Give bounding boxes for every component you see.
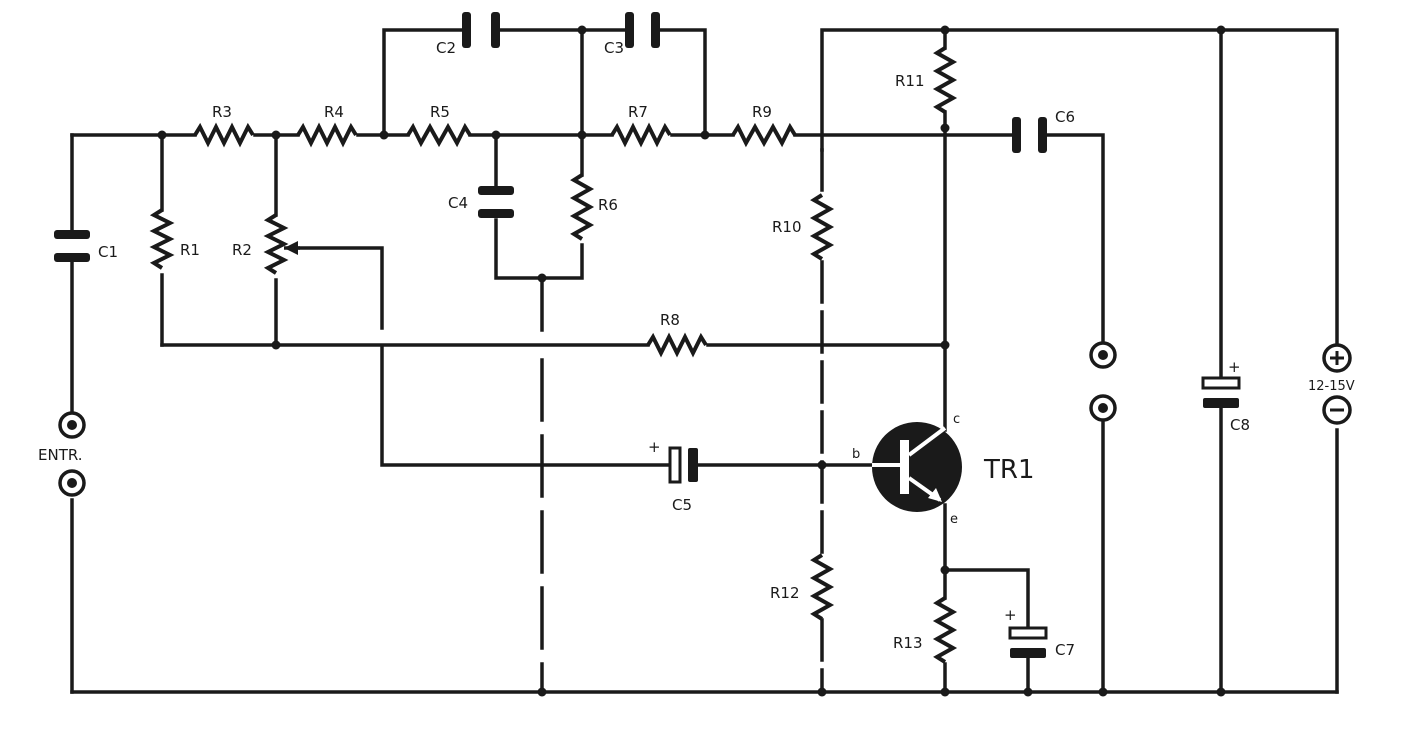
- output-terminal-top[interactable]: [1089, 341, 1117, 369]
- resistor-r6-symbol: [569, 173, 595, 241]
- label-r6: R6: [598, 196, 618, 214]
- label-c5-plus: +: [648, 438, 661, 456]
- input-terminal-bottom[interactable]: [58, 469, 86, 497]
- label-r9: R9: [752, 103, 772, 121]
- input-terminal-top[interactable]: [58, 411, 86, 439]
- resistor-r3-symbol: [193, 122, 255, 148]
- resistor-r1-symbol: [149, 208, 175, 270]
- wires: [70, 28, 1339, 694]
- label-r11: R11: [895, 72, 925, 90]
- label-c8: C8: [1230, 416, 1250, 434]
- label-tr1: TR1: [983, 455, 1035, 485]
- resistor-r12-symbol: [809, 553, 835, 621]
- supply-terminal-positive[interactable]: [1322, 343, 1352, 373]
- component-labels: R3 R4 R5 R7 R9 R8 R1 R2 R6 R10 R11 R12 R…: [38, 39, 1355, 659]
- label-r12: R12: [770, 584, 800, 602]
- label-collector-pin: c: [953, 412, 960, 427]
- label-c4: C4: [448, 194, 468, 212]
- label-c5: C5: [672, 496, 692, 514]
- label-r8: R8: [660, 311, 680, 329]
- supply-terminal-negative[interactable]: [1322, 395, 1352, 425]
- resistor-r4-symbol: [296, 122, 358, 148]
- capacitor-c3-symbol: [625, 12, 660, 48]
- label-r1: R1: [180, 241, 200, 259]
- capacitor-c8-symbol: [1201, 376, 1241, 408]
- resistor-r11-symbol: [932, 46, 958, 114]
- capacitor-c6-symbol: [1012, 117, 1047, 153]
- label-c8-plus: +: [1228, 358, 1241, 376]
- label-emitter-pin: e: [950, 512, 958, 527]
- capacitor-c1-symbol: [54, 230, 90, 262]
- label-r13: R13: [893, 634, 923, 652]
- transistor-tr1-symbol: [872, 422, 962, 512]
- label-input: ENTR.: [38, 446, 83, 464]
- label-r2: R2: [232, 241, 252, 259]
- label-r4: R4: [324, 103, 344, 121]
- capacitor-c7-symbol: [1008, 626, 1048, 658]
- potentiometer-wiper-arrow: [284, 241, 300, 255]
- label-c7: C7: [1055, 641, 1075, 659]
- label-r5: R5: [430, 103, 450, 121]
- capacitor-c5-symbol: [668, 446, 698, 484]
- resistor-r2-symbol: [263, 213, 289, 275]
- output-terminal-bottom[interactable]: [1089, 394, 1117, 422]
- resistor-r5-symbol: [406, 122, 472, 148]
- capacitor-c2-symbol: [462, 12, 500, 48]
- resistor-r7-symbol: [610, 122, 672, 148]
- label-c1: C1: [98, 243, 118, 261]
- resistor-r13-symbol: [932, 596, 958, 664]
- label-supply-voltage: 12-15V: [1308, 379, 1355, 394]
- label-c6: C6: [1055, 108, 1075, 126]
- label-r10: R10: [772, 218, 802, 236]
- resistor-r10-symbol: [809, 193, 835, 261]
- label-r7: R7: [628, 103, 648, 121]
- resistor-r9-symbol: [731, 122, 797, 148]
- junctions: [157, 25, 1226, 697]
- label-c2: C2: [436, 39, 456, 57]
- label-r3: R3: [212, 103, 232, 121]
- label-c3: C3: [604, 39, 624, 57]
- label-c7-plus: +: [1004, 606, 1017, 624]
- capacitor-c4-symbol: [478, 186, 514, 218]
- resistor-r8-symbol: [646, 332, 708, 358]
- label-base-pin: b: [852, 447, 860, 462]
